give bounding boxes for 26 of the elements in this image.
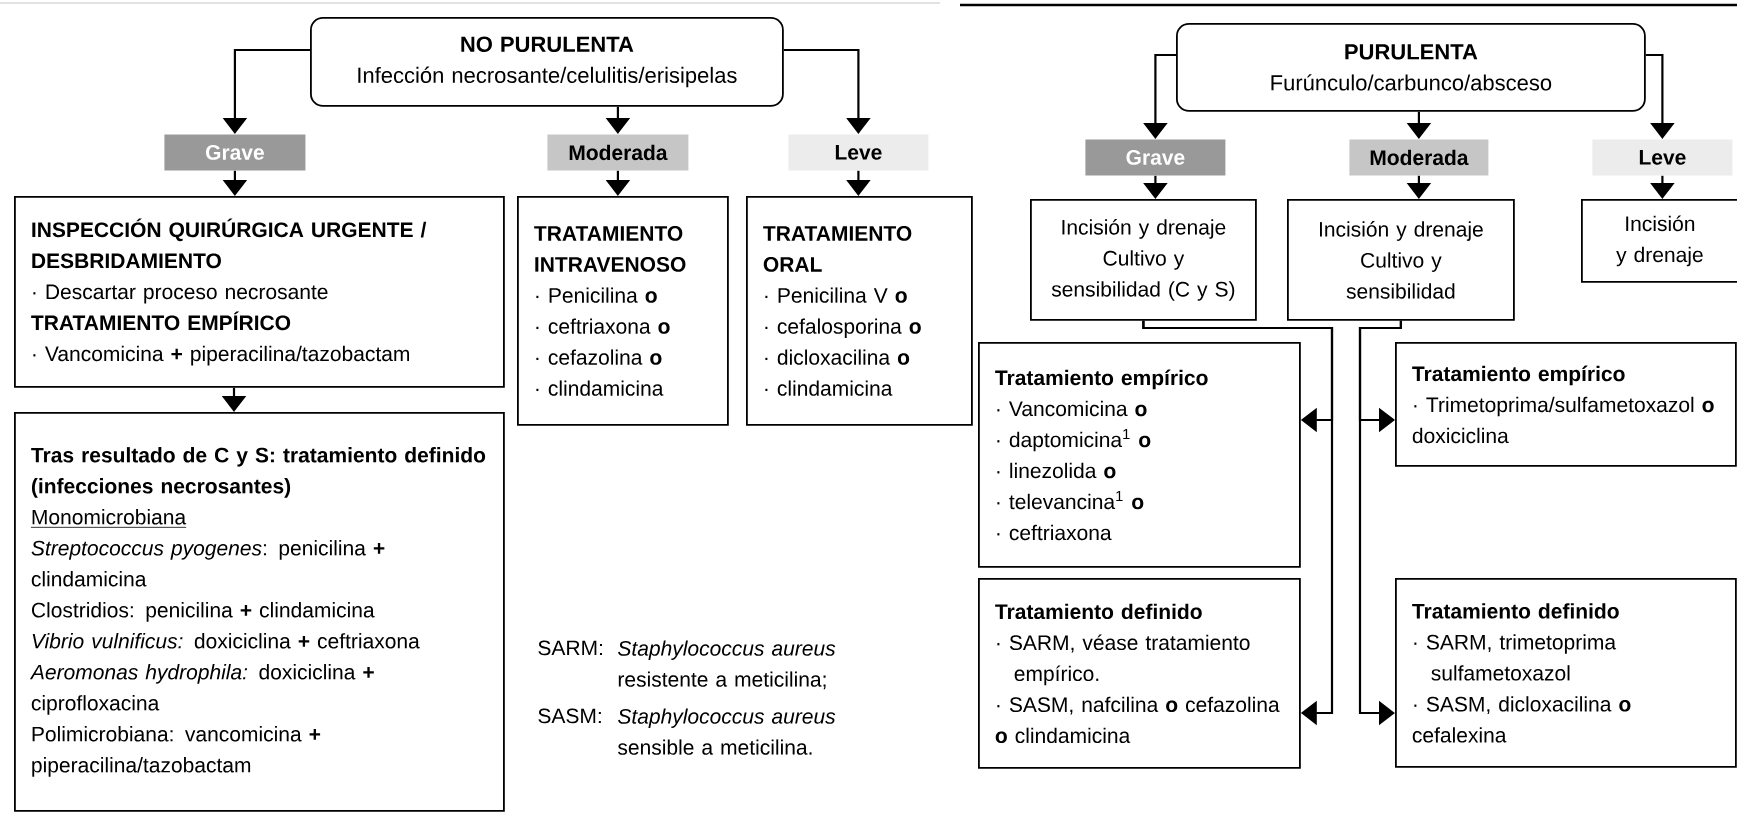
category-box: NO PURULENTA Infección necrosante/celulitis/erisipelas	[310, 17, 784, 107]
treatment-box: Tratamiento empírico · Trimetoprima/sulfametoxazol o doxiciclina	[1395, 342, 1737, 467]
severity-band: Grave	[164, 134, 306, 171]
severity-band: Moderada	[547, 134, 689, 171]
treatment-box: Incisión y drenaje Cultivo y sensibilidad	[1287, 199, 1515, 321]
abbreviation-note: Staphylococcus aureus sensible a meticilina.	[618, 708, 836, 755]
arrow	[1645, 53, 1675, 139]
severity-band: Moderada	[1349, 139, 1489, 176]
treatment-box: INSPECCIÓN QUIRÚRGICA URGENTE / DESBRIDAMIENTO · Descartar proceso necrosante TRATAMIENTO EMPÍRICO · Vancomicina + piperacilina/tazobactam	[14, 196, 505, 388]
severity-band: Leve	[1592, 139, 1733, 176]
category-box: PURULENTA Furúnculo/carbunco/absceso	[1176, 23, 1646, 112]
abbreviation-note: SASM:	[538, 708, 601, 724]
arrow	[1142, 320, 1334, 726]
treatment-box: Incisión y drenaje Cultivo y sensibilidad (C y S)	[1030, 199, 1257, 321]
abbreviation-note: SARM:	[538, 640, 602, 656]
treatment-box: Tratamiento definido · SARM, véase tratamiento empírico. · SASM, nafcilina o cefazolina o clindamicina	[978, 578, 1301, 769]
arrow	[783, 48, 871, 134]
treatment-box: Tratamiento empírico · Vancomicina o · daptomicina$^{1}$ o · linezolida o · televancina$^{1}$ o · ceftriaxona	[978, 342, 1301, 568]
treatment-box: Incisión y drenaje	[1581, 199, 1737, 283]
severity-band: Leve	[788, 134, 929, 171]
treatment-box: Tratamiento definido · SARM, trimetoprima sulfametoxazol · SASM, dicloxacilina o cefalexina	[1395, 578, 1737, 768]
treatment-box: TRATAMIENTO INTRAVENOSO · Penicilina o · ceftriaxona o · cefazolina o · clindamicina	[517, 196, 729, 426]
abbreviation-note: Staphylococcus aureus resistente a meticilina;	[618, 640, 836, 690]
treatment-box: TRATAMIENTO ORAL · Penicilina V o · cefalosporina o · dicloxacilina o · clindamicina	[746, 196, 973, 426]
treatment-box: Tras resultado de C y S: tratamiento definido (infecciones necrosantes) Monomicrobiana Streptococcus pyogenes: penicilina + clindamicina Clostridios: penicilina + clindamicina Vibrio vulnificus: doxiciclina + ceftriaxona Aeromonas hydrophila: doxiciclina + ciprofloxacina Polimicrobiana: vancomicina + piperacilina/tazobactam	[14, 412, 505, 812]
severity-band: Grave	[1085, 139, 1226, 176]
